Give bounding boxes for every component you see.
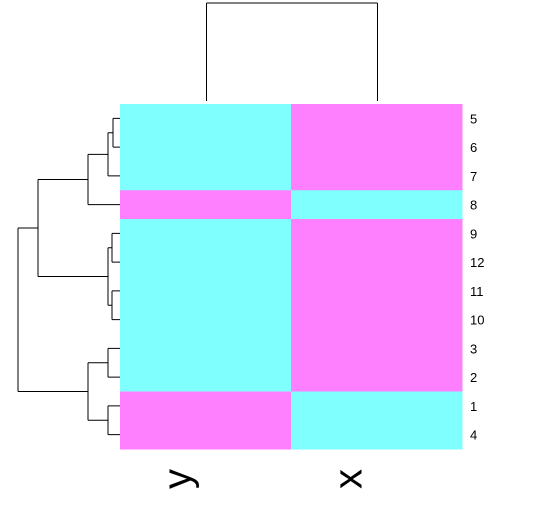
heatmap-cell-9-y	[120, 219, 292, 249]
heatmap-cell-8-x	[291, 190, 463, 220]
heatmap-cell-12-x	[291, 247, 463, 277]
heatmap-cell-2-x	[291, 362, 463, 392]
row-label: 12	[470, 255, 484, 270]
row-labels: 5 6 7 8 9 12 11 10 3 2 1 4	[470, 111, 484, 442]
heatmap-cell-5-x	[291, 104, 463, 134]
row-label: 3	[470, 341, 477, 356]
heatmap-cell-6-y	[120, 132, 292, 162]
heatmap-cell-11-y	[120, 276, 292, 306]
row-label: 1	[470, 399, 477, 414]
heatmap-cell-3-y	[120, 334, 292, 364]
heatmap-cell-10-x	[291, 305, 463, 335]
heatmap-cell-11-x	[291, 276, 463, 306]
column-dendrogram	[206, 2, 378, 101]
heatmap-cells	[120, 104, 463, 450]
heatmap-cell-7-x	[291, 161, 463, 191]
heatmap-cell-12-y	[120, 247, 292, 277]
heatmap-cell-6-x	[291, 132, 463, 162]
row-label: 7	[470, 169, 477, 184]
row-label: 2	[470, 370, 477, 385]
heatmap-cell-4-x	[291, 420, 463, 450]
row-label: 8	[470, 198, 477, 213]
heatmap-cell-2-y	[120, 362, 292, 392]
row-dendrogram	[17, 117, 120, 436]
row-label: 6	[470, 140, 477, 155]
row-label: 5	[470, 111, 477, 126]
heatmap-cell-9-x	[291, 219, 463, 249]
heatmap-cell-5-y	[120, 104, 292, 134]
column-label: y	[156, 469, 200, 489]
heatmap-cell-1-y	[120, 391, 292, 421]
row-label: 10	[470, 313, 484, 328]
row-label: 9	[470, 226, 477, 241]
heatmap-cell-3-x	[291, 334, 463, 364]
row-label: 11	[470, 284, 484, 299]
heatmap-cell-1-x	[291, 391, 463, 421]
row-label: 4	[470, 428, 477, 443]
heatmap-cell-7-y	[120, 161, 292, 191]
heatmap-cell-4-y	[120, 420, 292, 450]
heatmap-cell-10-y	[120, 305, 292, 335]
heatmap-cell-8-y	[120, 190, 292, 220]
column-label: x	[327, 469, 371, 489]
